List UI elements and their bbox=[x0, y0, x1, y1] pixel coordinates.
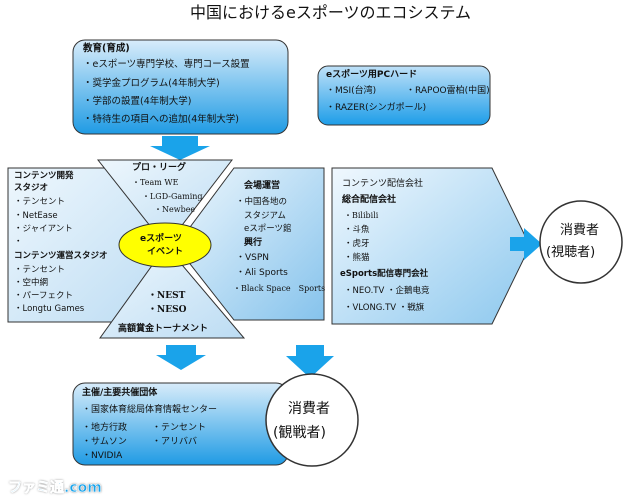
spectators-down-arrow bbox=[156, 345, 206, 370]
education-item: ・学部の設置(4年制大学) bbox=[83, 96, 192, 107]
organizers-item: ・地方行政 bbox=[82, 423, 128, 433]
content-ops-item: ・テンセント bbox=[14, 265, 66, 275]
distribution-item: ・斗魚 bbox=[344, 225, 370, 235]
organizers-item: ・NVIDIA bbox=[82, 451, 123, 461]
content-dev-item: ・ bbox=[14, 237, 23, 247]
tournament-panel bbox=[99, 245, 246, 339]
page-title: 中国におけるeスポーツのエコシステム bbox=[190, 3, 472, 22]
organizers-item: ・アリババ bbox=[152, 437, 198, 447]
education-down-arrow bbox=[150, 136, 210, 160]
venue-item: ・中国各地の bbox=[236, 197, 288, 207]
content-ops-item: ・パーフェクト bbox=[14, 291, 73, 301]
organizers-item: ・テンセント bbox=[152, 423, 207, 433]
promotion-item: ・VSPN bbox=[236, 253, 270, 263]
watermark-logo: ファミ通.com bbox=[8, 480, 102, 496]
hardware-item: ・RAZER(シンガポール) bbox=[326, 103, 427, 113]
distribution-item: ・熊猫 bbox=[344, 253, 370, 263]
distribution-sub1: 総合配信会社 bbox=[342, 195, 397, 205]
education-item: ・特待生の項目への追加(4年制大学) bbox=[83, 114, 239, 125]
pro-league-item: ・LGD-Gaming bbox=[142, 192, 203, 201]
organizers-heading: 主催/主要共催団体 bbox=[82, 388, 158, 398]
content-ops-heading: コンテンツ運営スタジオ bbox=[14, 251, 108, 261]
distribution-item: ・Bilibili bbox=[344, 211, 379, 220]
consumer-spectators-circle bbox=[265, 373, 359, 467]
content-dev-item: ・テンセント bbox=[14, 197, 66, 207]
hardware-item: ・RAPOO雷柏(中国) bbox=[406, 86, 490, 96]
consumer-spectators-line1: 消費者 bbox=[288, 401, 330, 417]
tournament-item: ・NESO bbox=[148, 305, 187, 315]
pro-league-panel bbox=[96, 159, 234, 247]
content-ops-item: ・Longtu Games bbox=[14, 304, 85, 314]
tournament-heading: 高額賞金トーナメント bbox=[118, 324, 209, 334]
center-event-line2: イベント bbox=[147, 247, 184, 257]
pro-league-item: ・Newbee bbox=[154, 205, 196, 214]
consumer-viewers-line1: 消費者 bbox=[560, 223, 600, 238]
venue-item: eスポーツ館 bbox=[244, 224, 292, 234]
content-dev-heading: コンテンツ開発 bbox=[14, 171, 74, 181]
consumer-viewers-line2: (視聴者) bbox=[546, 245, 596, 260]
content-dev-item: ・ジャイアント bbox=[14, 224, 73, 234]
venue-heading: 会場運営 bbox=[244, 181, 281, 191]
consumer-spectators-line2: (観戦者) bbox=[273, 425, 326, 441]
tournament-item: ・NEST bbox=[148, 291, 186, 301]
organizers-item: ・国家体育総局体育情報センター bbox=[82, 405, 218, 415]
content-dev-heading-2: スタジオ bbox=[14, 183, 49, 193]
education-item: ・eスポーツ専門学校、専門コース設置 bbox=[83, 59, 250, 70]
promotion-item: ・Black Space Sports bbox=[233, 284, 326, 293]
hardware-heading: eスポーツ用PCハード bbox=[326, 70, 418, 80]
organizers-item: ・サムソン bbox=[82, 437, 127, 447]
content-ops-item: ・空中網 bbox=[14, 278, 49, 288]
promotion-heading: 興行 bbox=[244, 238, 263, 248]
pro-league-heading: プロ・リーグ bbox=[132, 163, 187, 173]
center-event-ellipse bbox=[118, 222, 212, 268]
education-heading: 教育(育成) bbox=[83, 43, 130, 54]
distribution-item: ・NEO.TV ・企鵝电竞 bbox=[344, 286, 430, 296]
pro-league-item: ・Team WE bbox=[132, 178, 179, 187]
distribution-sub2: eSports配信専門会社 bbox=[340, 269, 429, 279]
distribution-item: ・VLONG.TV ・戦旗 bbox=[344, 303, 425, 313]
promotion-item: ・Ali Sports bbox=[236, 268, 288, 278]
hardware-item: ・MSI(台湾) bbox=[326, 86, 377, 96]
education-box bbox=[72, 39, 289, 135]
consumer-viewers-circle bbox=[539, 200, 623, 284]
distribution-panel bbox=[331, 167, 531, 325]
viewers-right-arrow bbox=[510, 228, 542, 260]
hardware-box bbox=[317, 65, 491, 126]
content-dev-item: ・NetEase bbox=[14, 211, 58, 221]
center-event-line1: eスポーツ bbox=[140, 234, 182, 244]
distribution-heading: コンテンツ配信会社 bbox=[342, 179, 424, 189]
organizer-down-arrow bbox=[286, 345, 334, 378]
education-item: ・奨学金プログラム(4年制大学) bbox=[83, 78, 220, 89]
venue-item: スタジアム bbox=[244, 211, 286, 221]
distribution-item: ・虎牙 bbox=[344, 239, 370, 249]
